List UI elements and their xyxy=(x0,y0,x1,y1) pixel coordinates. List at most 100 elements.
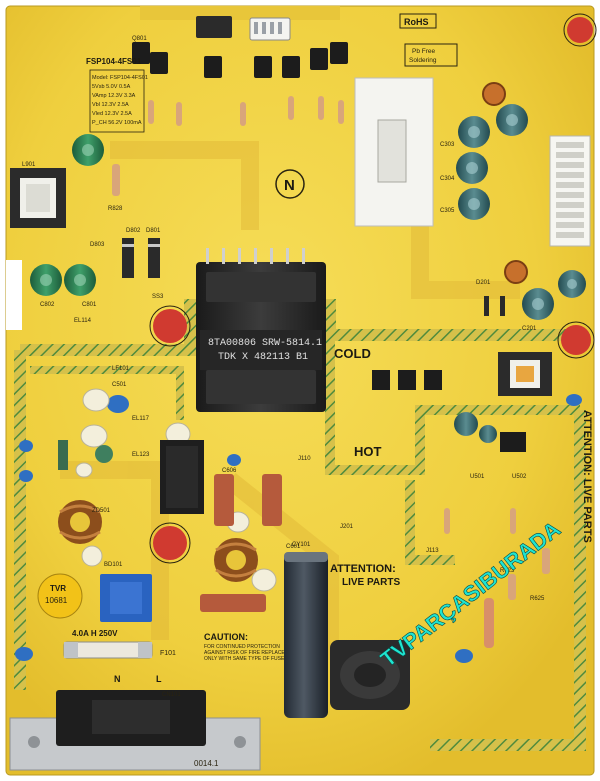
svg-text:Q801: Q801 xyxy=(132,36,147,42)
bracket-screw-hole-1 xyxy=(28,736,40,748)
tvr-label-2: 10681 xyxy=(45,596,68,605)
fuse-cap-left xyxy=(64,642,78,658)
board-model-text: FSP104-4FS01 xyxy=(86,57,142,66)
svg-text:C601: C601 xyxy=(286,544,301,550)
svg-text:J113: J113 xyxy=(426,548,439,554)
svg-text:C802: C802 xyxy=(40,302,55,308)
heat-paste-rings xyxy=(149,13,597,564)
svg-text:EL117: EL117 xyxy=(132,416,150,422)
caution-text-box: FOR CONTINUED PROTECTION AGAINST RISK OF… xyxy=(204,644,285,662)
svg-text:C606: C606 xyxy=(222,468,237,474)
attention-live-parts-vertical: ATTENTION: LIVE PARTS xyxy=(581,410,593,543)
x-capacitor-label xyxy=(110,582,142,614)
tvr-label-1: TVR xyxy=(50,584,66,593)
resistor-row xyxy=(112,96,344,196)
zone-mark: N xyxy=(284,177,295,194)
svg-text:R625: R625 xyxy=(530,596,545,602)
choke-inductor-top xyxy=(482,82,506,106)
pfc-inductor xyxy=(330,640,410,710)
spec-row-5: P_CH 56.2V 100mA xyxy=(92,120,142,126)
bulk-capacitor-top xyxy=(284,552,328,562)
spec-row-0: Model: FSP104-4FS01 xyxy=(92,75,148,81)
board-code: 0014.1 xyxy=(194,759,219,768)
svg-text:J110: J110 xyxy=(298,456,311,462)
fuse-rating: 4.0A H 250V xyxy=(72,629,118,638)
spec-row-1: 5Vsb 5.0V 0.5A xyxy=(92,84,131,90)
relay-window xyxy=(377,119,407,183)
svg-text:U502: U502 xyxy=(512,474,527,480)
svg-text:C303: C303 xyxy=(440,142,455,148)
ac-input-socket xyxy=(92,700,170,734)
svg-text:R828: R828 xyxy=(108,206,123,212)
common-mode-choke-2 xyxy=(214,538,258,582)
svg-text:EL123: EL123 xyxy=(132,452,150,458)
svg-text:C801: C801 xyxy=(82,302,97,308)
svg-text:D801: D801 xyxy=(146,228,161,234)
svg-text:C304: C304 xyxy=(440,176,455,182)
main-transformer xyxy=(196,248,326,412)
bracket-screw-hole-2 xyxy=(234,736,246,748)
caution-text: FOR CONTINUED PROTECTION AGAINST RISK OF… xyxy=(204,644,285,662)
switch-transistors xyxy=(372,370,526,452)
standby-transformer xyxy=(498,352,552,396)
svg-text:U501: U501 xyxy=(470,474,485,480)
electrolytic-caps-top xyxy=(30,104,586,443)
resistors-lower-right xyxy=(444,508,550,648)
ac-connector-ref: CN101 xyxy=(162,692,181,698)
fuse-ref: F101 xyxy=(160,650,176,657)
spec-row-3: Vbl 12.3V 2.5A xyxy=(92,102,129,108)
common-mode-choke-1 xyxy=(58,500,102,544)
ref-designators: SS3 D802 D801 D803 Q801 C802 C801 C303 C… xyxy=(22,36,545,602)
spec-row-2: VAmp 12.3V 3.3A xyxy=(92,93,136,99)
choke-inductor-top-right xyxy=(504,260,528,284)
board-edge-left-notch xyxy=(6,260,22,330)
top-header-strip xyxy=(140,6,340,20)
ac-line-label: L xyxy=(156,674,162,684)
svg-text:C501: C501 xyxy=(112,382,127,388)
bridge-rectifier-body xyxy=(166,446,198,508)
svg-text:D201: D201 xyxy=(476,280,491,286)
pb-free-box xyxy=(404,43,458,67)
transistors-top xyxy=(132,42,348,78)
y-capacitors xyxy=(15,394,582,663)
svg-text:L901: L901 xyxy=(22,162,36,168)
svg-text:SS3: SS3 xyxy=(152,294,164,300)
rohs-box xyxy=(399,13,437,29)
svg-text:CY101: CY101 xyxy=(292,542,311,548)
caution-title: CAUTION: xyxy=(204,632,248,642)
svg-text:D802: D802 xyxy=(126,228,141,234)
fuse-cap-right xyxy=(138,642,152,658)
svg-text:D803: D803 xyxy=(90,242,105,248)
green-film-caps xyxy=(58,440,113,470)
svg-text:LF101: LF101 xyxy=(112,366,130,372)
zone-circle xyxy=(275,169,305,199)
svg-text:EL114: EL114 xyxy=(74,318,92,324)
svg-text:J201: J201 xyxy=(340,524,354,530)
diodes xyxy=(122,238,505,316)
svg-text:C201: C201 xyxy=(522,326,537,332)
pb-free-text: Pb Free xyxy=(412,48,436,55)
top-connector-1 xyxy=(196,16,232,38)
svg-text:C305: C305 xyxy=(440,208,455,214)
live-parts-label: LIVE PARTS xyxy=(342,577,400,588)
transformer-text-2: TDK X 482113 B1 xyxy=(218,352,308,363)
rohs-mark: RoHS xyxy=(404,17,429,27)
hot-label: HOT xyxy=(354,444,382,459)
spec-row-4: Vled 12.3V 2.5A xyxy=(92,111,132,117)
model-spec-table: Model: FSP104-4FS01 5Vsb 5.0V 0.5A VAmp … xyxy=(89,69,148,133)
soldering-text: Soldering xyxy=(409,57,437,64)
bulk-capacitor xyxy=(284,552,328,718)
tvr-varistor xyxy=(37,573,83,619)
output-connector-slots xyxy=(556,142,584,238)
filter-transformer-left xyxy=(10,168,66,228)
svg-text:ZD501: ZD501 xyxy=(92,508,111,514)
film-capacitors xyxy=(200,474,282,612)
connector-pins xyxy=(254,22,282,34)
attention-label: ATTENTION: xyxy=(330,563,396,575)
svg-text:BD101: BD101 xyxy=(104,562,123,568)
ac-neutral-label: N xyxy=(114,674,121,684)
cold-label: COLD xyxy=(334,346,371,361)
transformer-text-1: 8TA00806 SRW-5814.1 xyxy=(208,338,322,349)
heat-paste-dots xyxy=(153,17,593,560)
